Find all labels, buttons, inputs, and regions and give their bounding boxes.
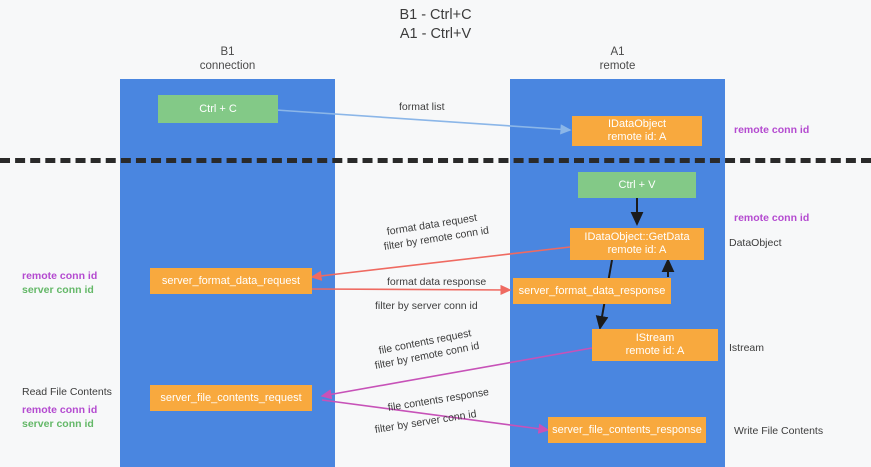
box-server-file-contents-request-label: server_file_contents_request [160,391,302,404]
arrow-file-contents-response [321,399,550,434]
box-ctrl-v[interactable]: Ctrl + V [578,172,696,198]
arrow-format-list [275,109,572,135]
lane-header-a1: A1 remote [510,46,725,73]
annotation-write-file-contents: Write File Contents [734,425,824,437]
box-server-format-data-request[interactable]: server_format_data_request [150,268,312,294]
box-idataobject-top-line2: remote id: A [607,131,667,143]
annotation-remote-conn-id-top: remote conn id [734,124,810,136]
annotation-dataobject: DataObject [729,237,782,249]
box-idataobject-top[interactable]: IDataObject remote id: A [572,116,702,146]
box-getdata[interactable]: IDataObject::GetData remote id: A [570,228,704,260]
label-format-list: format list [399,101,445,113]
box-ctrl-c-label: Ctrl + C [199,102,237,115]
page-title: B1 - Ctrl+C A1 - Ctrl+V [0,6,871,44]
box-istream-line2: remote id: A [625,345,685,357]
label-format-data-response: format data response [387,276,487,288]
box-getdata-line1: IDataObject::GetData [584,231,690,243]
box-server-file-contents-response-label: server_file_contents_response [552,423,702,436]
title-line-2: A1 - Ctrl+V [399,26,472,42]
lane-a1-name: A1 [610,46,625,58]
lane-b1-name: B1 [220,46,235,58]
arrow-file-contents-request [320,347,593,400]
box-idataobject-top-line1: IDataObject [607,118,667,130]
label-filter-by-2: filter by server conn id [375,300,478,313]
label-filter-by-2-prefix: filter by [375,300,412,312]
annotation-left-server-conn-id: server conn id [22,284,94,296]
section-separator [0,158,871,163]
box-server-format-data-response[interactable]: server_format_data_response [513,278,671,304]
box-istream[interactable]: IStream remote id: A [592,329,718,361]
annotation-istream: Istream [729,342,765,354]
box-istream-line1: IStream [635,332,675,344]
arrow-format-data-request [310,246,571,281]
label-filter-by-2-key: server conn id [411,300,478,312]
box-server-file-contents-request[interactable]: server_file_contents_request [150,385,312,411]
box-server-format-data-response-label: server_format_data_response [518,284,666,297]
lane-header-b1: B1 connection [120,46,335,73]
box-ctrl-c[interactable]: Ctrl + C [158,95,278,123]
arrow-format-data-response [311,284,512,296]
annotation-remote-conn-id-mid: remote conn id [734,212,810,224]
title-line-1: B1 - Ctrl+C [399,7,472,23]
lane-a1-sub: remote [599,59,636,72]
annotation-left-server-conn-id-2: server conn id [22,418,94,430]
annotation-left-remote-conn-id: remote conn id [22,270,98,282]
annotation-left-remote-conn-id-2: remote conn id [22,404,98,416]
lane-b1-sub: connection [199,59,256,72]
box-ctrl-v-label: Ctrl + V [618,178,656,191]
box-server-format-data-request-label: server_format_data_request [161,274,301,287]
annotation-read-file-contents: Read File Contents [22,386,112,398]
box-getdata-line2: remote id: A [607,244,667,256]
box-server-file-contents-response[interactable]: server_file_contents_response [548,417,706,443]
